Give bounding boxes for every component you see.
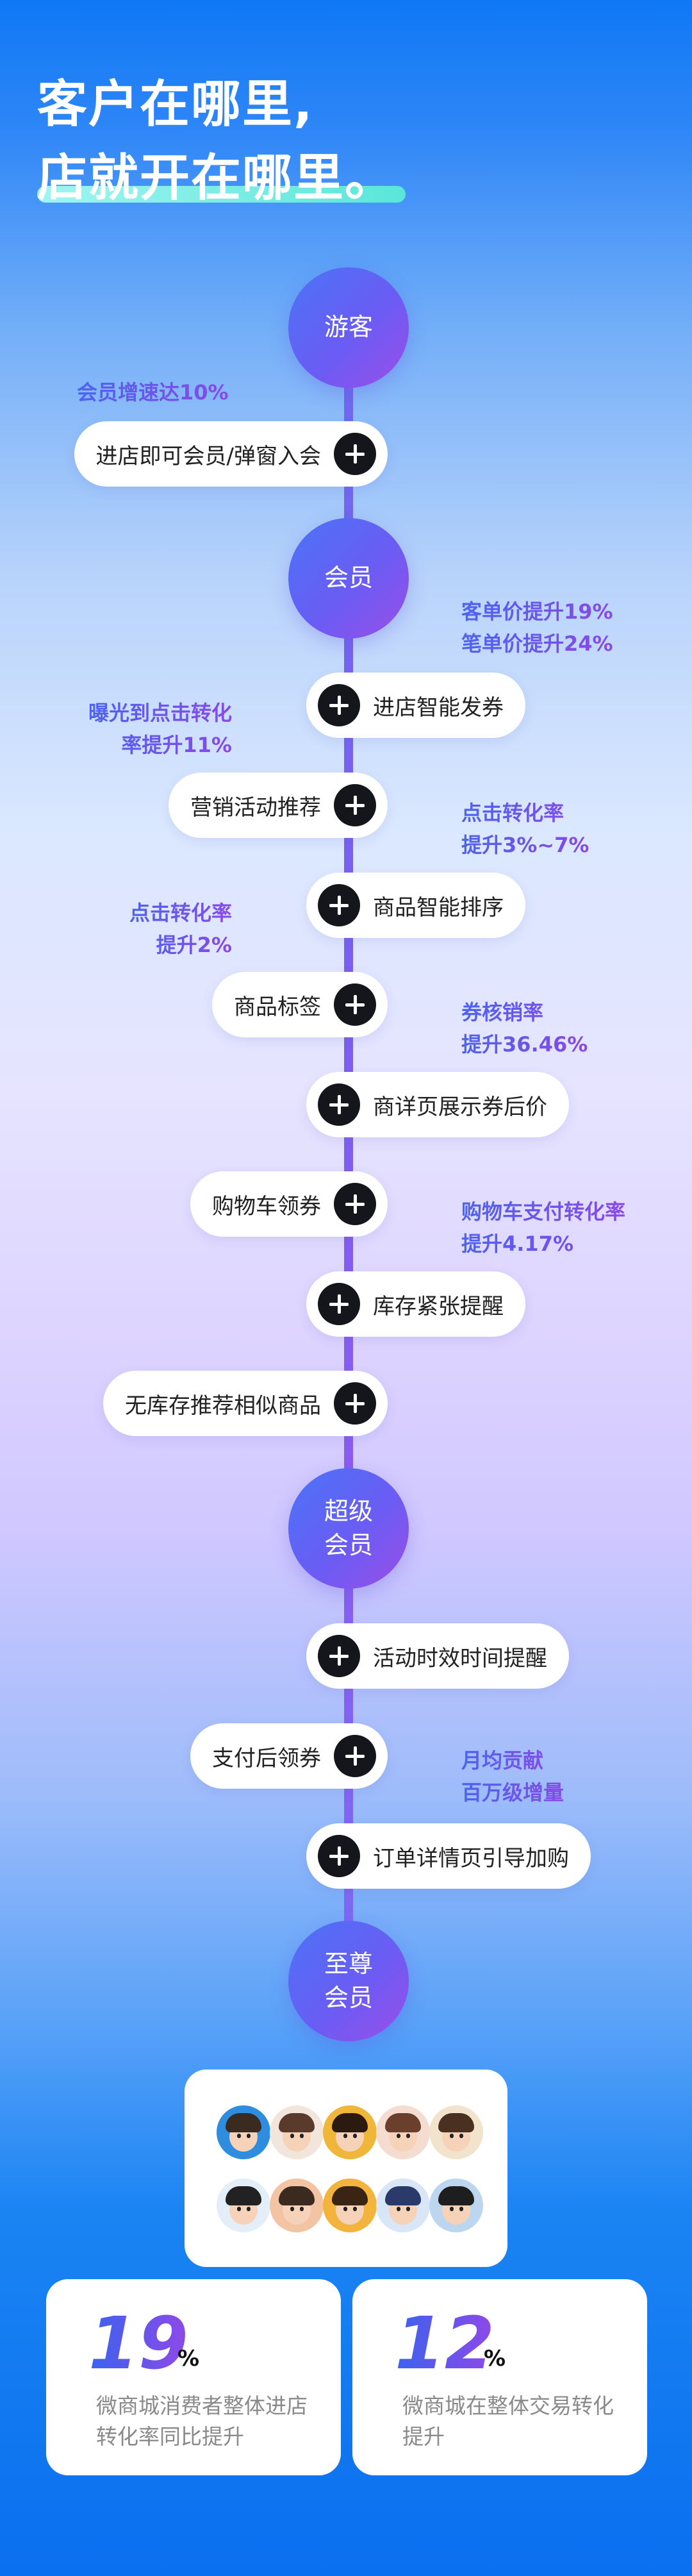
avatar xyxy=(270,2105,324,2159)
plus-icon[interactable] xyxy=(318,684,360,726)
plus-icon[interactable] xyxy=(318,1083,360,1126)
step-smart-sort: 商品智能排序 xyxy=(306,873,525,938)
step-smart-coupon: 进店智能发券 xyxy=(306,673,525,738)
step-label: 订单详情页引导加购 xyxy=(373,1845,569,1871)
plus-icon[interactable] xyxy=(318,1283,360,1325)
avatar xyxy=(376,2179,430,2232)
step-label: 商品标签 xyxy=(234,994,321,1020)
stat-unit: % xyxy=(484,2346,506,2371)
step-label: 进店智能发券 xyxy=(373,694,504,721)
note-coupon-redemption: 券核销率提升36.46% xyxy=(461,997,588,1060)
avatar xyxy=(429,2105,483,2159)
plus-icon[interactable] xyxy=(318,1835,360,1877)
stat-card-trade-conversion: 12 % 微商城在整体交易转化提升 xyxy=(352,2279,647,2475)
stage-visitor: 游客 xyxy=(288,267,409,388)
stage-super-member: 超级 会员 xyxy=(288,1468,409,1589)
plus-icon[interactable] xyxy=(334,433,376,475)
plus-icon[interactable] xyxy=(334,784,376,826)
step-join-membership: 进店即可会员/弹窗入会 xyxy=(74,421,388,487)
note-monthly-contribution: 月均贡献百万级增量 xyxy=(461,1745,564,1809)
avatar xyxy=(376,2105,430,2159)
step-time-limit-reminder: 活动时效时间提醒 xyxy=(306,1623,569,1689)
plus-icon[interactable] xyxy=(334,1735,376,1777)
note-exposure-conversion: 曝光到点击转化率提升11% xyxy=(88,698,232,761)
note-order-value: 客单价提升19%笔单价提升24% xyxy=(461,596,613,660)
avatar xyxy=(270,2179,324,2232)
stat-description: 微商城在整体交易转化提升 xyxy=(402,2393,614,2449)
stat-value: 19 xyxy=(88,2302,188,2386)
stat-card-store-conversion: 19 % 微商城消费者整体进店转化率同比提升 xyxy=(46,2279,341,2475)
note-click-conversion-b: 点击转化率提升2% xyxy=(129,898,232,961)
avatar xyxy=(217,2179,270,2232)
stage-member: 会员 xyxy=(288,518,409,639)
headline-line-1: 客户在哪里, xyxy=(37,76,314,133)
step-label: 购物车领券 xyxy=(212,1193,321,1219)
step-campaign-recommend: 营销活动推荐 xyxy=(169,773,388,838)
headline-highlight xyxy=(37,186,406,203)
step-label: 进店即可会员/弹窗入会 xyxy=(95,443,321,469)
plus-icon[interactable] xyxy=(334,983,376,1026)
step-low-stock-alert: 库存紧张提醒 xyxy=(306,1271,525,1337)
step-label: 支付后领券 xyxy=(212,1745,321,1771)
stat-unit: % xyxy=(177,2346,200,2371)
step-product-tags: 商品标签 xyxy=(212,972,388,1037)
step-label: 商品智能排序 xyxy=(373,894,504,921)
step-label: 活动时效时间提醒 xyxy=(373,1645,547,1671)
customer-avatar-card xyxy=(185,2070,507,2267)
avatar xyxy=(217,2105,270,2159)
step-label: 库存紧张提醒 xyxy=(373,1293,504,1319)
step-order-upsell: 订单详情页引导加购 xyxy=(306,1823,591,1889)
plus-icon[interactable] xyxy=(318,1635,360,1677)
plus-icon[interactable] xyxy=(318,884,360,926)
step-similar-products: 无库存推荐相似商品 xyxy=(103,1371,388,1436)
step-label: 商详页展示券后价 xyxy=(373,1094,547,1120)
step-label: 营销活动推荐 xyxy=(190,794,321,821)
note-cart-payment-conversion: 购物车支付转化率提升4.17% xyxy=(461,1196,625,1260)
note-click-conversion-a: 点击转化率提升3%~7% xyxy=(461,798,589,861)
step-label: 无库存推荐相似商品 xyxy=(125,1393,321,1419)
avatar xyxy=(323,2179,377,2232)
stat-value: 12 xyxy=(395,2302,495,2386)
stat-description: 微商城消费者整体进店转化率同比提升 xyxy=(96,2393,308,2449)
avatar xyxy=(323,2105,377,2159)
headline-line-2: 店就开在哪里。 xyxy=(37,149,397,207)
plus-icon[interactable] xyxy=(334,1382,376,1425)
step-post-payment-coupon: 支付后领券 xyxy=(190,1723,388,1789)
stage-supreme-member: 至尊 会员 xyxy=(288,1921,409,2041)
step-cart-coupon: 购物车领券 xyxy=(190,1171,388,1237)
avatar xyxy=(429,2179,483,2232)
plus-icon[interactable] xyxy=(334,1183,376,1225)
note-member-growth: 会员增速达10% xyxy=(77,377,229,409)
step-post-coupon-price: 商详页展示券后价 xyxy=(306,1072,569,1137)
